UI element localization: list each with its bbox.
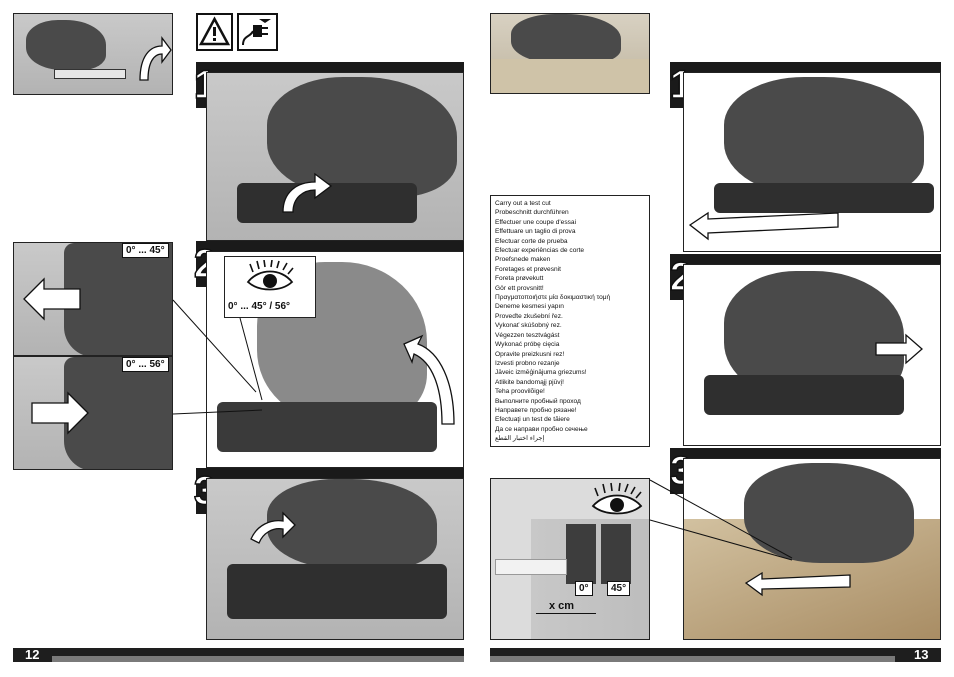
bevel-detail-upper: 0° ... 45° (13, 242, 173, 356)
bevel-detail-lower: 0° ... 56° (13, 356, 173, 470)
line-pt: Efectuar experiências de corte (495, 247, 585, 255)
cut-check-detail: 0° 45° x cm (490, 478, 650, 640)
line-de: Probeschnitt durchführen (495, 209, 569, 217)
step1-number-bg (196, 62, 206, 108)
right-footer-stripe (490, 656, 895, 662)
saw-base-illustration (714, 183, 934, 213)
arrow-right-icon (875, 333, 923, 365)
rotate-arrow-icon (403, 334, 455, 425)
workpiece-illustration (491, 59, 649, 93)
guide-arrow-icon (744, 571, 851, 597)
unplug-icon (237, 13, 278, 51)
step3-image (683, 458, 941, 640)
saw-tilted-illustration (267, 479, 437, 569)
blade-illustration (601, 524, 631, 584)
lower-angle-label: 0° ... 56° (122, 357, 169, 372)
step1-image (206, 72, 464, 241)
distance-label: x cm (549, 600, 575, 612)
arrow-right-icon (31, 391, 89, 435)
step3-number-bg (670, 448, 683, 494)
line-it: Effettuare un taglio di prova (495, 228, 576, 236)
step1-bar (670, 62, 941, 72)
line-hr: Izvesti probno rezanje (495, 359, 560, 367)
step2-number-bg (196, 241, 206, 287)
step3-number-bg (196, 468, 206, 514)
line-pl: Wykonać próbę cięcia (495, 341, 560, 349)
eye-callout (584, 480, 648, 522)
eye-callout: 0° ... 45° / 56° (224, 256, 316, 318)
baseplate-illustration (54, 69, 126, 79)
saw-base-illustration (704, 375, 904, 415)
line-da: Foretages et prøvesnit (495, 265, 561, 273)
bevel-scale-illustration (64, 243, 172, 355)
line-lv: Jāveic izmēģinājuma griezums! (495, 369, 587, 377)
thumbnail-saw-bevel (13, 13, 173, 95)
rotate-arrow-icon (139, 36, 172, 81)
line-bg: Направете пробно рязане! (495, 406, 577, 414)
step2-image (683, 264, 941, 446)
thumbnail-saw-on-wood (490, 13, 650, 94)
line-fr: Effectuer une coupe d'essai (495, 218, 577, 226)
line-nl: Proefsnede maken (495, 256, 551, 264)
step3-bar (196, 468, 464, 478)
step2-number-bg (670, 254, 683, 300)
step1-image (683, 72, 941, 252)
saw-motor-illustration (267, 77, 457, 197)
eye-icon (246, 260, 294, 291)
guide-bar-illustration (495, 559, 567, 575)
step3-bar (670, 448, 941, 458)
step1-number-bg (670, 62, 683, 108)
line-lt: Atlikite bandomąjį pjūvį! (495, 378, 564, 386)
line-ar: إجراء اختبار القطع (495, 435, 545, 443)
blade-illustration (566, 524, 596, 584)
left-footer-stripe (52, 656, 464, 662)
step2-angle-label: 0° ... 45° / 56° (228, 301, 291, 312)
line-sv: Gör ett provsnitt! (495, 284, 544, 292)
line-tr: Deneme kesmesi yapın (495, 303, 564, 311)
line-es: Efectuar corte de prueba (495, 237, 568, 245)
saw-base-illustration (227, 564, 447, 619)
step2-bar (196, 241, 464, 251)
line-en: Carry out a test cut (495, 200, 551, 207)
step2-bar (670, 254, 941, 264)
line-cs: Proveďte zkušební řez. (495, 312, 563, 320)
saw-body-illustration (26, 20, 106, 70)
arrow-left-icon (23, 277, 81, 321)
line-ro: Efectuaţi un test de tăiere (495, 416, 570, 424)
line-hu: Végezzen tesztvágást (495, 331, 560, 339)
line-mk: Да се направи пробно сечење (495, 425, 588, 433)
warning-icon (196, 13, 233, 51)
saw-body-illustration (744, 463, 914, 563)
right-page-number: 13 (914, 647, 929, 662)
left-page-number: 12 (25, 647, 40, 662)
distance-line (536, 613, 596, 614)
saw-body-illustration (724, 77, 924, 197)
saw-body-illustration (511, 14, 621, 64)
upper-angle-label: 0° ... 45° (122, 243, 169, 258)
line-no: Foreta prøvekutt (495, 275, 544, 283)
eye-icon (591, 482, 643, 515)
step3-image (206, 478, 464, 640)
rotate-arrow-icon (250, 511, 296, 544)
guide-arrow-icon (688, 211, 839, 241)
line-sl: Opravite preizkusni rez! (495, 350, 565, 358)
line-ru: Выполните пробный проход (495, 397, 581, 405)
line-el: Πραγματοποιήστε μία δοκιμαστική τομή (495, 294, 611, 302)
line-sk: Vykonať skúšobný rez. (495, 322, 562, 330)
step1-bar (196, 62, 464, 72)
test-cut-instructions: Carry out a test cut Probeschnitt durchf… (490, 195, 650, 447)
angle-0-label: 0° (575, 581, 593, 596)
line-et: Teha proovilõige! (495, 388, 545, 396)
angle-45-label: 45° (607, 581, 631, 596)
lever-arrow-icon (282, 172, 333, 213)
